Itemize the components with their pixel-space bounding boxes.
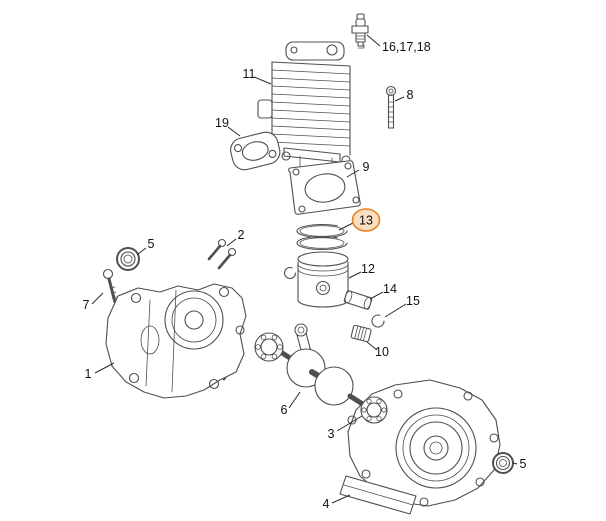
ball-bearing-upper <box>254 332 284 362</box>
leader-line <box>348 271 362 279</box>
part-label-11[interactable]: 11 <box>243 67 272 85</box>
part-number: 11 <box>243 67 256 81</box>
leader-line <box>346 169 360 178</box>
part-label-3[interactable]: 3 <box>328 415 363 441</box>
leader-line <box>366 341 378 351</box>
leader-line <box>226 238 237 247</box>
piston-rings <box>296 223 348 251</box>
part-number: 5 <box>520 457 527 471</box>
collar-screw <box>102 268 118 304</box>
part-number: 12 <box>361 262 375 276</box>
part-number: 8 <box>407 88 414 102</box>
part-number: 4 <box>323 497 330 511</box>
part-number: 5 <box>148 237 155 251</box>
leader-line <box>94 362 115 374</box>
leader-line <box>137 247 147 255</box>
part-label-10[interactable]: 10 <box>366 341 389 359</box>
part-number: 14 <box>383 282 397 296</box>
leader-line <box>331 494 351 504</box>
part-label-13-selected[interactable]: 13 <box>338 208 381 232</box>
part-label-5-left[interactable]: 5 <box>137 237 155 255</box>
leader-line <box>338 222 354 231</box>
part-number: 10 <box>375 345 389 359</box>
part-number: 6 <box>281 403 288 417</box>
selected-part-highlight <box>351 208 381 232</box>
part-label-12[interactable]: 12 <box>348 262 375 279</box>
cylinder-bolt <box>385 85 397 129</box>
leader-line <box>366 34 381 47</box>
muffler-gasket <box>230 131 281 171</box>
leader-line <box>253 76 272 85</box>
leader-line <box>394 96 405 102</box>
part-number: 15 <box>406 294 420 308</box>
part-label-6[interactable]: 6 <box>281 391 301 417</box>
cylinder <box>257 41 351 173</box>
part-label-8[interactable]: 8 <box>394 88 414 102</box>
part-label-5-right[interactable]: 5 <box>512 457 527 471</box>
leader-line <box>512 462 518 465</box>
part-label-2[interactable]: 2 <box>226 228 245 247</box>
leader-line <box>384 303 407 318</box>
part-label-4[interactable]: 4 <box>323 494 351 511</box>
part-label-1[interactable]: 1 <box>85 362 115 381</box>
spark-plug <box>351 13 369 49</box>
leader-line <box>336 415 363 432</box>
part-label-19[interactable]: 19 <box>215 116 241 137</box>
part-label-16-17-18[interactable]: 16,17,18 <box>366 34 431 54</box>
circlip-right <box>371 314 385 328</box>
leader-line <box>369 291 384 300</box>
leader-line <box>288 391 301 409</box>
part-label-14[interactable]: 14 <box>369 282 397 300</box>
part-number: 2 <box>238 228 245 242</box>
oil-seal-right <box>492 452 514 474</box>
crankcase-half-left <box>105 283 247 399</box>
part-label-7[interactable]: 7 <box>83 292 104 312</box>
part-number: 7 <box>83 298 90 312</box>
piston-pin <box>343 290 373 310</box>
part-number: 1 <box>85 367 92 381</box>
part-label-9[interactable]: 9 <box>346 160 370 178</box>
crankcase-half-right <box>339 379 501 515</box>
leader-line <box>227 126 241 137</box>
part-number: 3 <box>328 427 335 441</box>
cylinder-base-gasket <box>287 160 361 215</box>
part-number: 19 <box>215 116 229 130</box>
leader-line <box>91 292 104 305</box>
part-number: 13 <box>359 214 373 228</box>
circlip-left <box>283 266 297 280</box>
part-number: 9 <box>363 160 370 174</box>
oil-seal-left <box>116 247 140 271</box>
part-number: 16,17,18 <box>382 40 431 54</box>
ball-bearing-lower <box>360 396 388 424</box>
needle-cage-bearing <box>350 324 372 343</box>
piston <box>297 251 349 308</box>
part-label-15[interactable]: 15 <box>384 294 420 318</box>
